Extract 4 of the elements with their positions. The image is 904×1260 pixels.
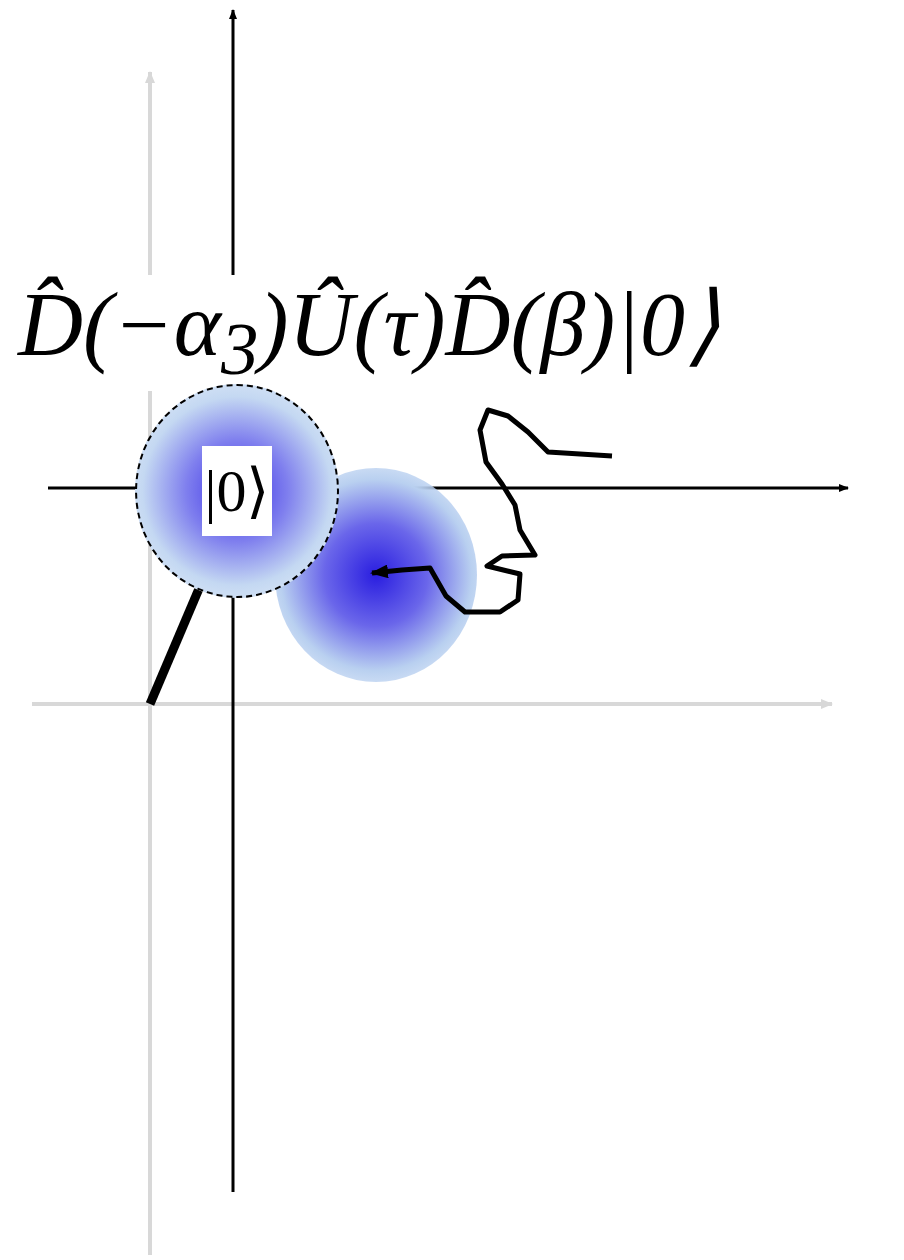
trajectory-arrow xyxy=(370,407,613,615)
ket-label: |0⟩ xyxy=(202,446,272,536)
thick-line xyxy=(145,588,203,706)
operator-formula: D̂(−α$_{3}$)Û(τ)D̂(β)|0⟩ xyxy=(18,275,721,391)
